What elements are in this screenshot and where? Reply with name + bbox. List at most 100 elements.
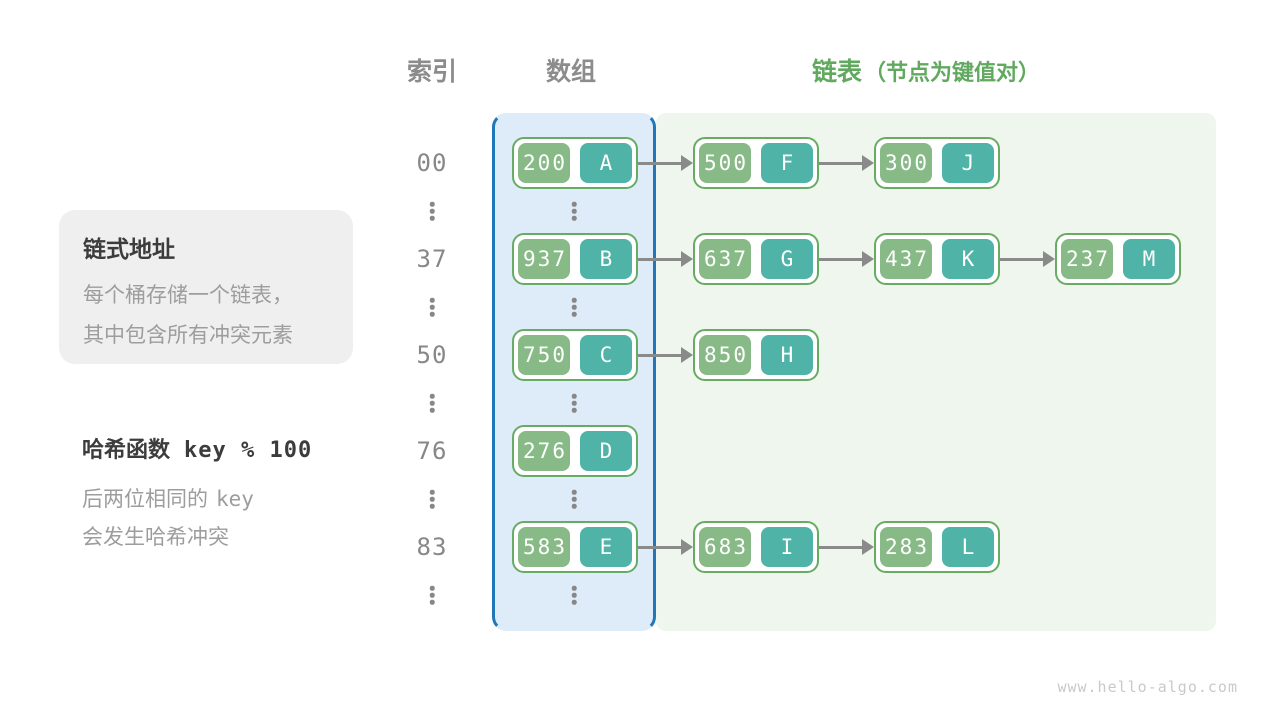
- value-cell: L: [942, 527, 994, 567]
- bucket-index-label: 00: [416, 149, 448, 177]
- key-cell: 850: [699, 335, 751, 375]
- value-cell: K: [942, 239, 994, 279]
- ellipsis-icon: [429, 489, 435, 509]
- dot: [571, 599, 577, 605]
- arrow-icon: [638, 154, 693, 172]
- bucket-index-label: 76: [416, 437, 448, 465]
- key-cell: 683: [699, 527, 751, 567]
- dot: [429, 407, 435, 413]
- dot: [429, 585, 435, 591]
- hash-function-title: 哈希函数 key % 100: [82, 432, 312, 464]
- ellipsis-icon: [429, 201, 435, 221]
- column-header-list: 链表（节点为键值对）: [812, 52, 1040, 88]
- key-cell: 437: [880, 239, 932, 279]
- key-cell: 283: [880, 527, 932, 567]
- ellipsis-icon: [571, 393, 577, 413]
- watermark: www.hello-algo.com: [1057, 678, 1238, 696]
- ellipsis-icon: [429, 393, 435, 413]
- dot: [571, 393, 577, 399]
- key-cell: 300: [880, 143, 932, 183]
- dot: [429, 592, 435, 598]
- dot: [571, 400, 577, 406]
- dot: [429, 489, 435, 495]
- dot: [429, 297, 435, 303]
- value-cell: I: [761, 527, 813, 567]
- value-cell: M: [1123, 239, 1175, 279]
- ellipsis-icon: [429, 585, 435, 605]
- arrow-shaft: [638, 545, 684, 549]
- value-cell: G: [761, 239, 813, 279]
- ellipsis-icon: [429, 297, 435, 317]
- dot: [571, 503, 577, 509]
- value-cell: D: [580, 431, 632, 471]
- ellipsis-icon: [571, 489, 577, 509]
- arrow-icon: [819, 250, 874, 268]
- dot: [571, 592, 577, 598]
- dot: [429, 215, 435, 221]
- value-cell: F: [761, 143, 813, 183]
- dot: [571, 496, 577, 502]
- arrow-shaft: [819, 161, 865, 165]
- ellipsis-icon: [571, 201, 577, 221]
- chaining-callout-line2: 其中包含所有冲突元素: [83, 324, 293, 347]
- dot: [429, 201, 435, 207]
- dot: [571, 585, 577, 591]
- bucket-index-label: 50: [416, 341, 448, 369]
- value-cell: J: [942, 143, 994, 183]
- key-cell: 500: [699, 143, 751, 183]
- dot: [429, 311, 435, 317]
- key-cell: 237: [1061, 239, 1113, 279]
- dot: [429, 400, 435, 406]
- dot: [429, 496, 435, 502]
- dot: [571, 489, 577, 495]
- arrow-shaft: [638, 353, 684, 357]
- ellipsis-icon: [571, 585, 577, 605]
- dot: [429, 393, 435, 399]
- arrow-head: [862, 539, 874, 555]
- arrow-shaft: [1000, 257, 1046, 261]
- chaining-callout-box: 链式地址 每个桶存储一个链表， 其中包含所有冲突元素: [59, 210, 353, 364]
- arrow-head: [681, 539, 693, 555]
- key-cell: 200: [518, 143, 570, 183]
- key-cell: 750: [518, 335, 570, 375]
- hash-function-formula: key % 100: [184, 438, 313, 463]
- arrow-head: [681, 347, 693, 363]
- hash-function-label: 哈希函数: [82, 437, 171, 462]
- arrow-head: [862, 251, 874, 267]
- arrow-head: [681, 251, 693, 267]
- dot: [429, 503, 435, 509]
- key-cell: 937: [518, 239, 570, 279]
- arrow-icon: [1000, 250, 1055, 268]
- value-cell: E: [580, 527, 632, 567]
- value-cell: B: [580, 239, 632, 279]
- column-header-index: 索引: [406, 58, 458, 86]
- arrow-icon: [819, 154, 874, 172]
- dot: [571, 304, 577, 310]
- value-cell: A: [580, 143, 632, 183]
- dot: [429, 208, 435, 214]
- arrow-shaft: [638, 257, 684, 261]
- value-cell: C: [580, 335, 632, 375]
- dot: [429, 599, 435, 605]
- dot: [571, 201, 577, 207]
- bucket-index-label: 83: [416, 533, 448, 561]
- arrow-head: [862, 155, 874, 171]
- chaining-callout-line1: 每个桶存储一个链表，: [83, 284, 293, 307]
- dot: [571, 215, 577, 221]
- arrow-shaft: [638, 161, 684, 165]
- hash-note-line1-text: 后两位相同的: [82, 488, 208, 511]
